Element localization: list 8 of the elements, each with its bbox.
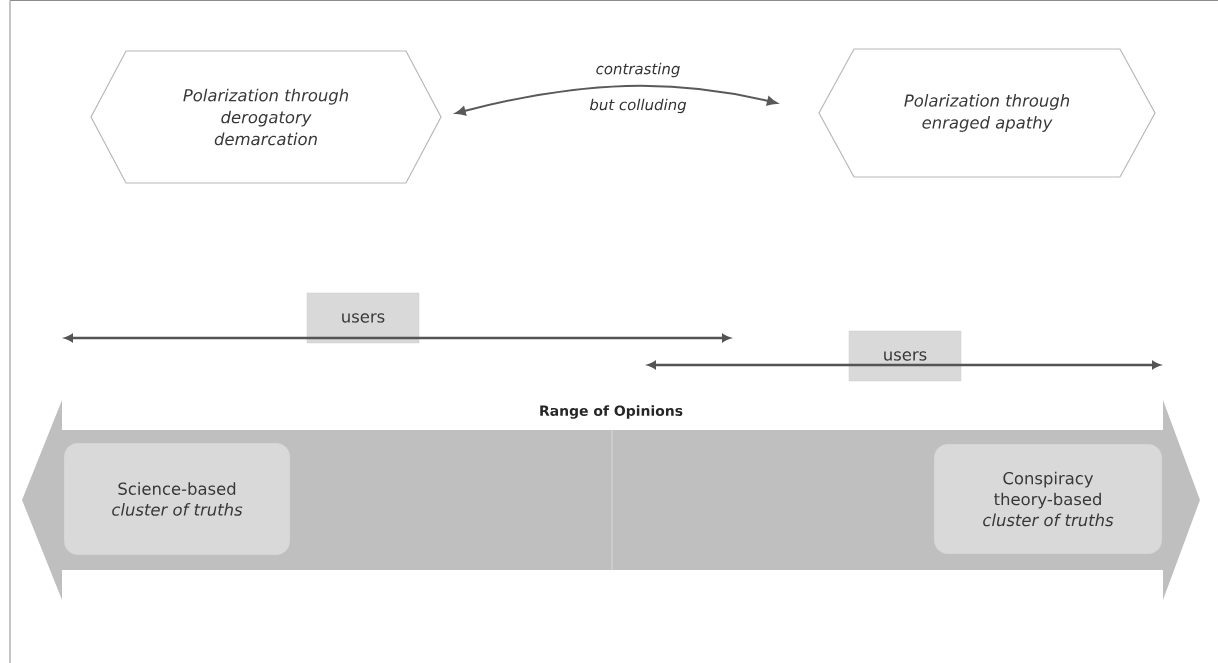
- hexagon-box: Polarization through enraged apathy: [818, 48, 1156, 178]
- hexagon-box: Polarization through derogatory demarcation: [90, 50, 442, 184]
- curved-arrow: [455, 84, 778, 116]
- cluster-box: Science-based cluster of truths: [63, 442, 291, 556]
- label-box: users: [848, 330, 962, 382]
- edge-label: contrasting but colluding: [589, 62, 687, 114]
- label-box: users: [306, 292, 420, 344]
- cluster-box: Conspiracy theory-based cluster of truths: [933, 443, 1163, 555]
